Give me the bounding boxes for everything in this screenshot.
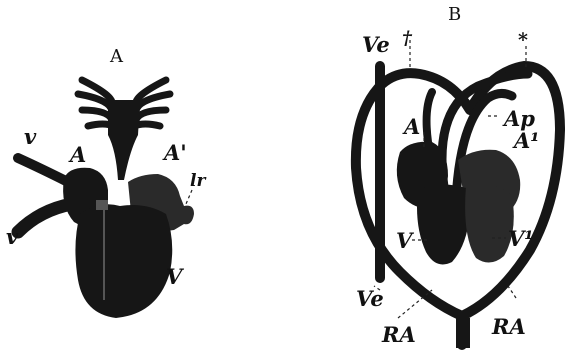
panel-b: B Ve † * Ap A A¹ V V¹ Ve: [356, 4, 560, 348]
panel-a-label-ventricle: V: [166, 264, 185, 289]
panel-a-label-atrium-right: A': [162, 140, 187, 165]
panel-b-label-ventricle-left: V: [396, 228, 415, 253]
panel-b-ventricle-right: [465, 184, 514, 262]
panel-a-label-v-upper: v: [24, 124, 37, 149]
panel-a-caption: A: [109, 46, 124, 67]
panel-b-label-ra-left: RA: [381, 322, 416, 347]
panel-a-ventricle: [75, 204, 172, 318]
panel-a-label-lr: lr: [190, 171, 206, 191]
panel-a-vein-lower: [18, 204, 72, 232]
panel-b-caption: B: [448, 4, 461, 25]
panel-a-arterial-trunk: [78, 80, 170, 180]
panel-b-label-asterisk: *: [518, 29, 528, 51]
panel-a-label-atrium-left: A: [68, 142, 86, 167]
panel-a: A v v A A' lr V: [6, 46, 206, 318]
panel-b-label-ve-top: Ve: [362, 32, 390, 57]
panel-b-label-dagger: †: [402, 27, 413, 49]
panel-a-label-v-lower: v: [6, 224, 19, 249]
panel-b-label-atrium-left: A: [402, 114, 420, 139]
panel-a-vein-upper: [18, 158, 68, 182]
panel-b-label-ventricle-right: V¹: [508, 226, 534, 251]
panel-b-base-stub: [456, 318, 470, 348]
panel-b-ventricle-left: [417, 184, 470, 264]
panel-b-label-ra-right: RA: [491, 314, 526, 339]
panel-b-label-atrium-right: A¹: [512, 128, 540, 153]
panel-b-label-ve-bottom: Ve: [356, 286, 384, 311]
